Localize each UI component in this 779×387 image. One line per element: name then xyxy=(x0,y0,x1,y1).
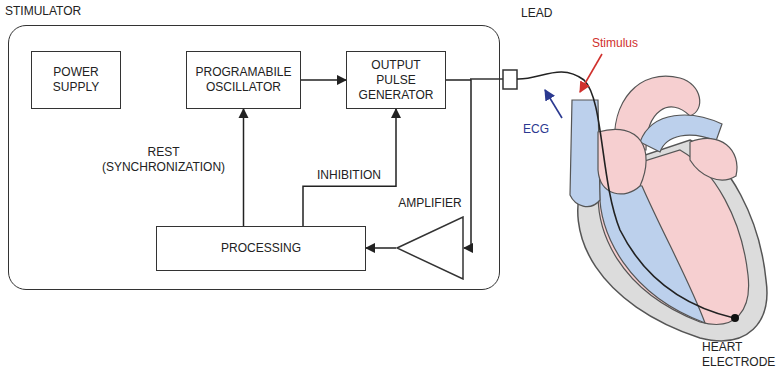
node-label: PROGRAMABILE OSCILLATOR xyxy=(195,65,292,95)
stimulator-housing: STIMULATORPOWER SUPPLYPROGRAMABILE OSCIL… xyxy=(8,25,500,290)
signal-name: ECG xyxy=(523,122,549,137)
lead-connector xyxy=(503,70,517,89)
process-box: OUTPUT PULSE GENERATOR xyxy=(346,51,446,109)
connector xyxy=(366,247,396,249)
edge-label: INHIBITION xyxy=(315,168,383,183)
ecg-arrow xyxy=(545,90,562,118)
part-name: LEAD xyxy=(521,6,552,21)
output-wire xyxy=(470,78,503,80)
left-atrium xyxy=(690,138,737,180)
connector xyxy=(301,79,346,81)
process-box: POWER SUPPLY xyxy=(31,51,121,109)
node-label: AMPLIFIER xyxy=(396,196,463,211)
stimulus-arrow xyxy=(580,54,602,92)
amplifier-symbol: AMPLIFIER xyxy=(396,216,464,280)
process-box: PROGRAMABILE OSCILLATOR xyxy=(186,51,301,109)
part-name: HEART ELECTRODE xyxy=(702,340,776,370)
edge-label: REST (SYNCHRONIZATION) xyxy=(89,145,238,175)
lead-wire xyxy=(517,72,734,318)
amplifier-triangle xyxy=(396,216,464,280)
node-label: PROCESSING xyxy=(221,241,301,256)
node-label: POWER SUPPLY xyxy=(40,65,112,95)
electrode-tip xyxy=(731,314,739,322)
process-box: PROCESSING xyxy=(156,226,366,271)
node-label: OUTPUT PULSE GENERATOR xyxy=(355,58,437,103)
connector xyxy=(243,109,245,226)
node-label: STIMULATOR xyxy=(3,4,83,19)
vena-cava xyxy=(570,100,600,207)
connector xyxy=(303,109,396,226)
signal-name: Stimulus xyxy=(592,36,638,51)
